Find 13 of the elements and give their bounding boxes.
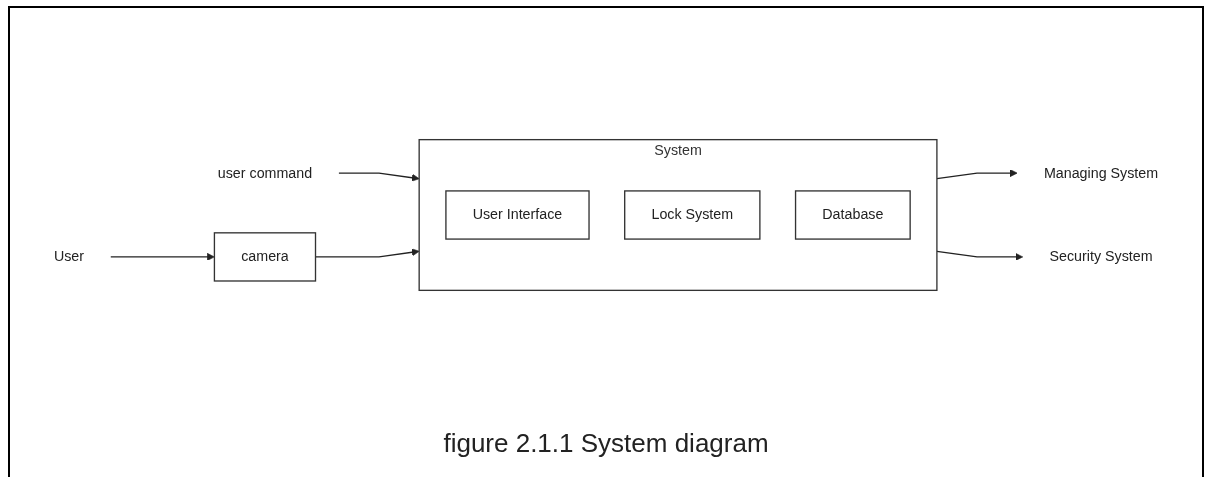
arrow <box>936 250 1024 261</box>
node-box: Lock System <box>624 190 761 240</box>
arrow <box>110 253 215 261</box>
node-box: camera <box>213 232 317 282</box>
node-box: User Interface <box>445 190 590 240</box>
node-text: Managing System <box>1043 165 1159 181</box>
node-text: User <box>53 248 85 265</box>
arrow <box>338 172 420 182</box>
node-box: Database <box>794 190 911 240</box>
node-text: user command <box>217 165 313 181</box>
arrow <box>936 169 1018 180</box>
caption: figure 2.1.1 System diagram <box>443 428 769 458</box>
node-text: Security System <box>1049 248 1153 265</box>
